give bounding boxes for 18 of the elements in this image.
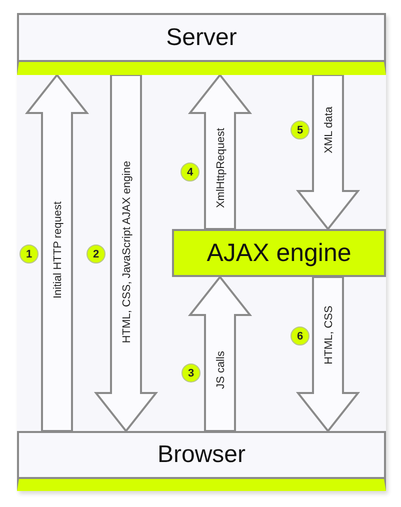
block-arrow	[296, 276, 360, 433]
component-box	[17, 13, 386, 75]
block-arrow	[94, 74, 158, 433]
edge-label: XML data	[323, 106, 335, 154]
block-arrow	[24, 73, 90, 432]
block-arrow	[188, 275, 252, 432]
box-title: Browser	[157, 441, 246, 470]
block-arrow	[188, 73, 252, 230]
edge-label: Initial HTTP request	[52, 202, 64, 298]
edge-label: HTML, CSS, JavaScript AJAX engine	[121, 160, 133, 344]
engine-box	[172, 229, 386, 277]
box-title: Server	[166, 24, 237, 52]
block-arrow	[296, 74, 360, 231]
box-title: AJAX engine	[206, 238, 352, 268]
component-box	[17, 431, 386, 491]
edge-label: XmlHttpRequest	[215, 128, 227, 208]
edge-label: HTML, CSS	[323, 306, 335, 364]
edge-label: JS calls	[215, 351, 227, 389]
